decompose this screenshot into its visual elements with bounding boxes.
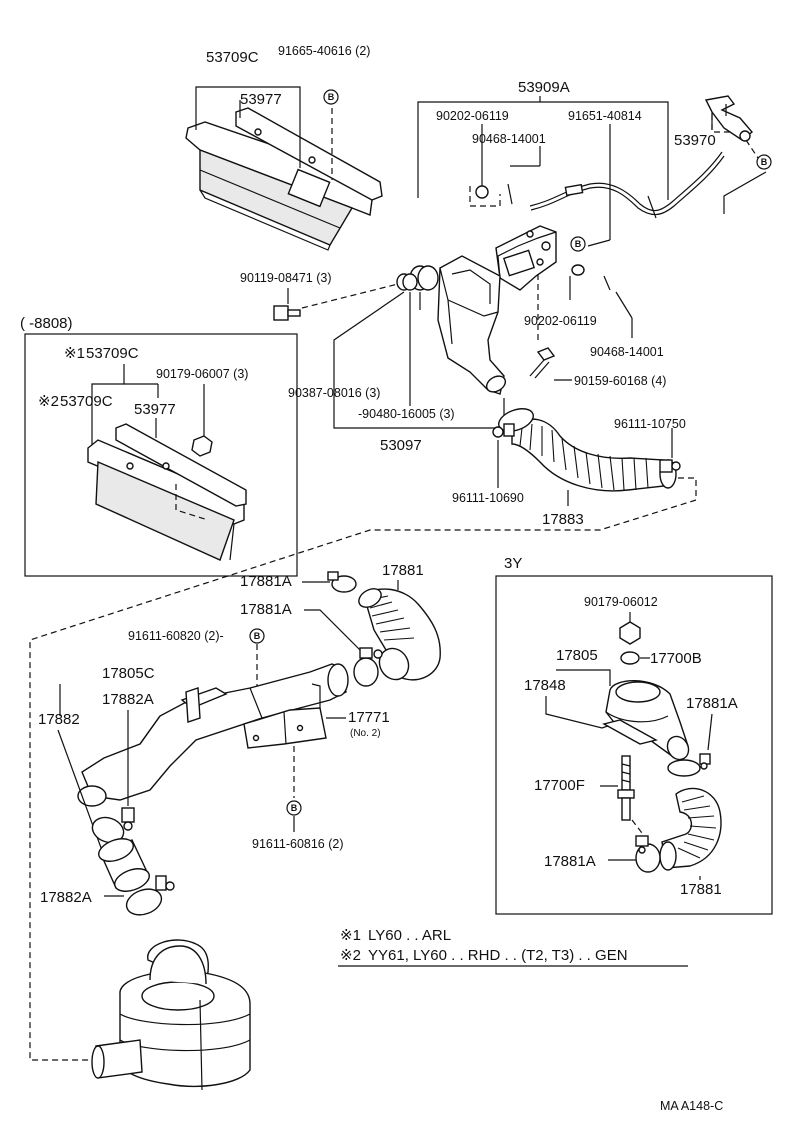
washer-90202-lower [571, 264, 585, 276]
label-inset-53709c-2: 53709C [60, 393, 113, 410]
svg-text:B: B [291, 803, 298, 813]
svg-text:B: B [328, 92, 335, 102]
bracket-17805c [180, 687, 228, 723]
label-inset-range: ( -8808) [20, 315, 73, 332]
badge-b-icon: B [249, 628, 265, 644]
label-inset-mark1: ※1 [64, 345, 85, 362]
clamp-96111-10750 [659, 459, 681, 473]
label-17882: 17882 [38, 711, 80, 728]
legend-mark-2: ※2 [340, 947, 361, 964]
badge-b-icon: B [570, 236, 586, 252]
label-17771: 17771 [348, 709, 390, 726]
label-17805c: 17805C [102, 665, 155, 682]
inset-bracket-53709c [87, 423, 247, 561]
label-17700f: 17700F [534, 777, 585, 794]
bracket-53709c [185, 107, 383, 251]
label-96111-10690: 96111-10690 [452, 491, 524, 505]
label-53909a: 53909A [518, 79, 570, 96]
clamp-96111-10690 [492, 423, 515, 438]
clamp-17881a-3y-top [667, 753, 711, 777]
label-91651-40814: 91651-40814 [568, 109, 642, 123]
tube-17882 [98, 838, 150, 892]
clamp-17882a-lower [125, 875, 175, 916]
label-17805: 17805 [556, 647, 598, 664]
inset-box-8808 [24, 333, 298, 577]
label-17881a-4: 17881A [544, 853, 596, 870]
badge-b-icon: B [286, 800, 302, 816]
hose-17881 [358, 588, 441, 681]
label-17881a-1: 17881A [240, 573, 292, 590]
label-90119-08471: 90119-08471 (3) [240, 271, 332, 285]
label-91611-60816: 91611-60816 (2) [252, 837, 344, 851]
label-90468-14001-lower: 90468-14001 [590, 345, 664, 359]
label-inset-53709c-1: 53709C [86, 345, 139, 362]
clamp-17881a-lower [353, 647, 383, 687]
svg-text:B: B [761, 157, 768, 167]
label-90468-14001-top: 90468-14001 [472, 132, 546, 146]
label-17700b: 17700B [650, 650, 702, 667]
label-90179-06012: 90179-06012 [584, 595, 658, 609]
label-90159-60168: 90159-60168 (4) [574, 374, 666, 388]
intake-duct-53097 [437, 255, 507, 395]
label-90480-16005: -90480-16005 (3) [358, 407, 455, 421]
grommet-17700b [620, 651, 640, 665]
box-3y [495, 575, 773, 915]
reference-code: MA A148-C [660, 1099, 723, 1113]
cable-bracket-53970 [704, 95, 754, 141]
label-90387-08016: 90387-08016 (3) [288, 386, 380, 400]
badge-b-icon: B [323, 89, 339, 105]
throttle-cable [529, 151, 723, 212]
label-96111-10750: 96111-10750 [614, 417, 686, 431]
leader-53909a [417, 101, 669, 200]
label-53970: 53970 [674, 132, 716, 149]
air-cleaner-body [91, 939, 251, 1091]
label-17881a-2: 17881A [240, 601, 292, 618]
label-17883: 17883 [542, 511, 584, 528]
label-inset-mark2: ※2 [38, 393, 59, 410]
clamp-17881a-3y-lower [635, 835, 661, 873]
leader-53097 [333, 291, 405, 429]
label-53977: 53977 [240, 91, 282, 108]
washer-90202-top [475, 185, 489, 199]
hose-17881-3y [659, 787, 722, 871]
legend-text-2: YY61, LY60 . . RHD . . (T2, T3) . . GEN [368, 947, 628, 964]
bracket-17771 [243, 683, 327, 749]
clamp-17882a-mid [91, 807, 135, 844]
label-91665-40616: 91665-40616 (2) [278, 44, 370, 58]
label-17881-1: 17881 [382, 562, 424, 579]
stud-17700f [617, 755, 635, 821]
label-90202-06119-lower: 90202-06119 [524, 314, 597, 328]
svg-text:B: B [254, 631, 261, 641]
label-53709c: 53709C [206, 49, 259, 66]
svg-text:B: B [575, 239, 582, 249]
label-inset-53977: 53977 [134, 401, 176, 418]
pipe-17882 [77, 663, 349, 807]
bolt-90119 [273, 305, 301, 321]
label-17881a-3: 17881A [686, 695, 738, 712]
bolt-90159 [529, 347, 556, 379]
label-17848: 17848 [524, 677, 566, 694]
gasket-17848 [602, 719, 658, 745]
clamp-17881a-top [327, 571, 357, 593]
label-91611-60820: 91611-60820 (2)- [128, 629, 224, 643]
label-90202-06119-top: 90202-06119 [436, 109, 509, 123]
label-17881-2: 17881 [680, 881, 722, 898]
collar-90387 [396, 273, 418, 291]
label-17882a-2: 17882A [40, 889, 92, 906]
label-17882a-1: 17882A [102, 691, 154, 708]
nut-90179-06012 [619, 621, 641, 645]
legend-mark-1: ※1 [340, 927, 361, 944]
label-17771-no2: (No. 2) [350, 728, 381, 739]
label-3y: 3Y [504, 555, 522, 572]
label-inset-90179-06007: 90179-06007 (3) [156, 367, 248, 381]
nut-90179-06007 [191, 435, 213, 457]
intake-elbow-17805 [605, 680, 690, 761]
badge-b-icon: B [756, 154, 772, 170]
legend-text-1: LY60 . . ARL [368, 927, 451, 944]
label-53097: 53097 [380, 437, 422, 454]
leaders-53709c [195, 86, 333, 180]
